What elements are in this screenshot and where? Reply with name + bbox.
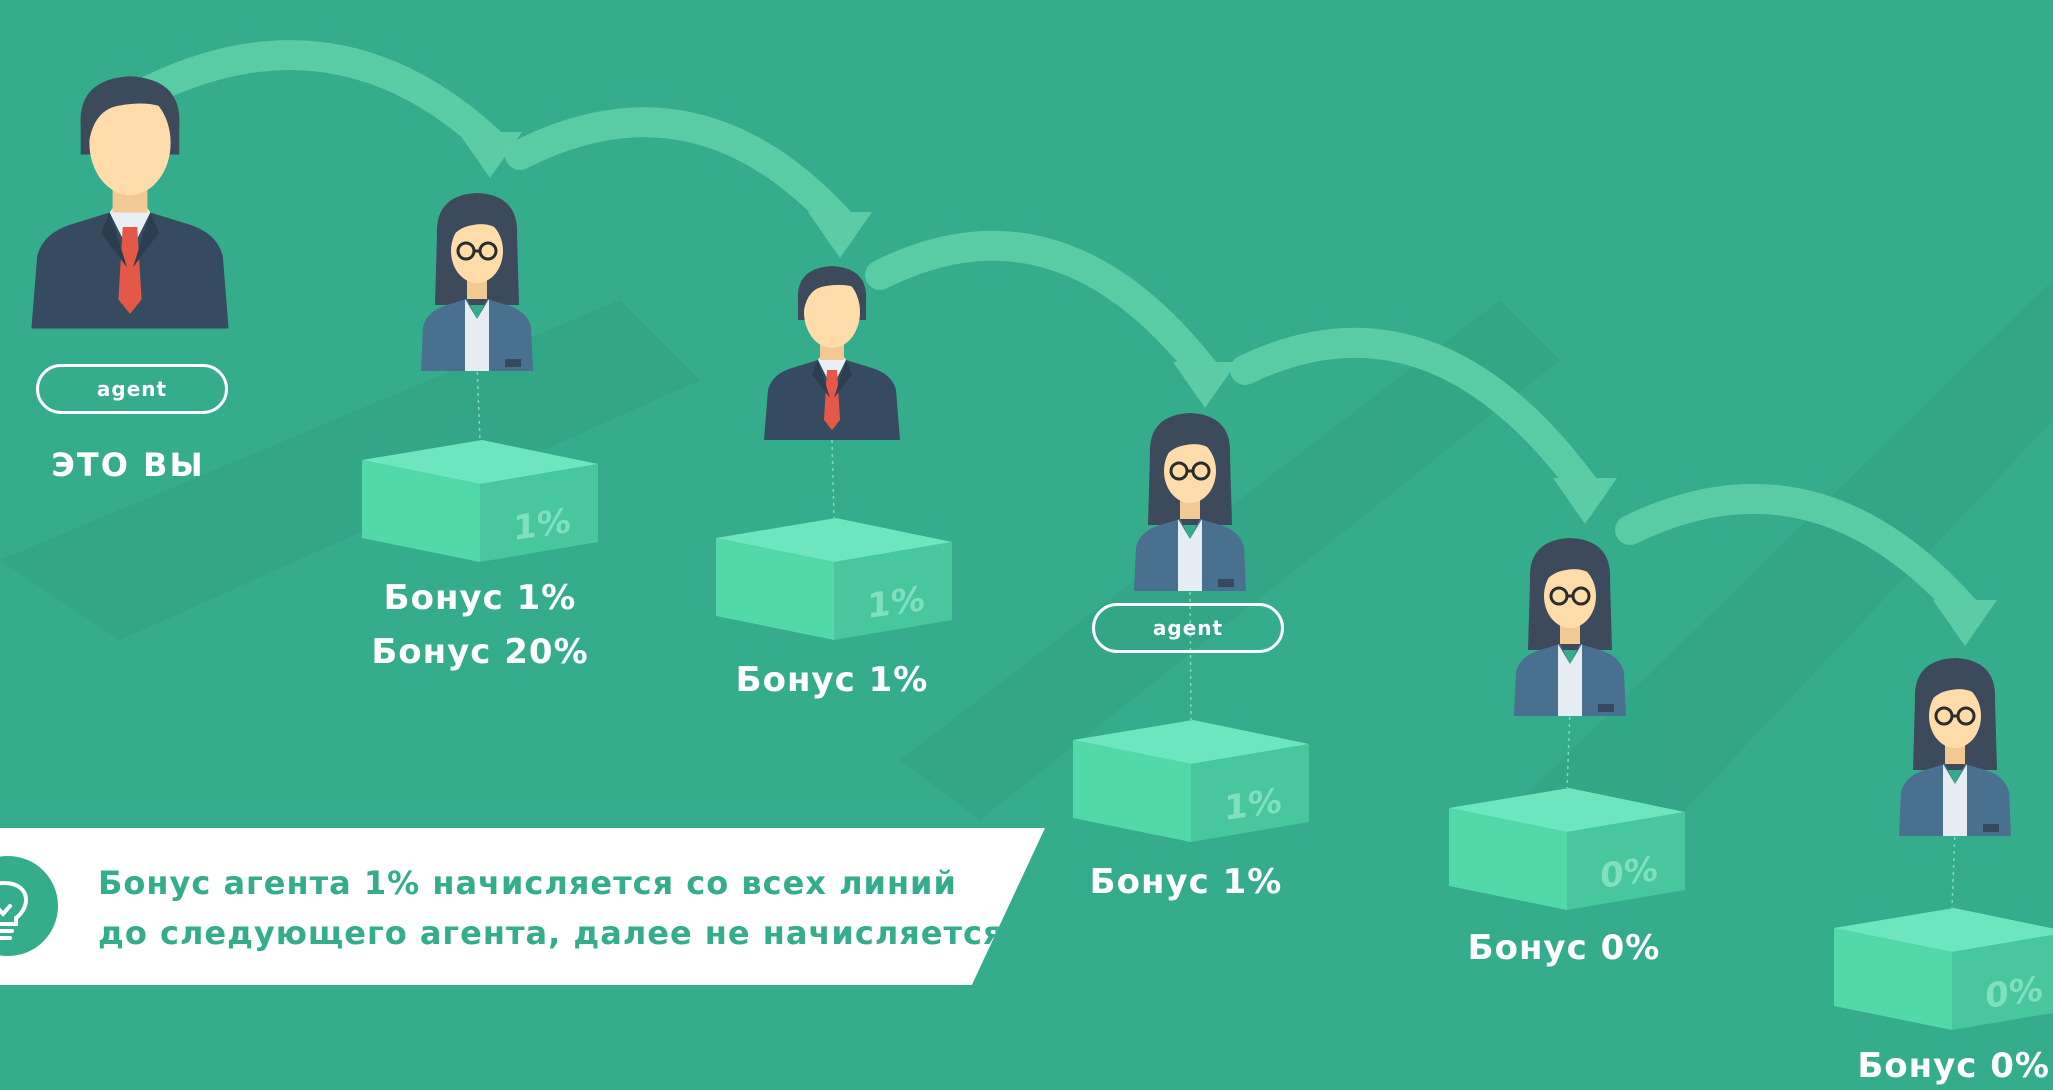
woman-avatar (1899, 658, 2011, 836)
box-percent-label: 0% (1985, 969, 2043, 1017)
box-percent-label: 0% (1600, 849, 1658, 897)
bonus-box: 0% (1449, 788, 1685, 910)
connector-line (1566, 709, 1571, 789)
you-label: ЭТО ВЫ (51, 446, 205, 484)
woman-avatar (1514, 538, 1626, 716)
info-text-line: до следующего агента, далее не начисляет… (98, 914, 1005, 952)
bonus-label: Бонус 1% (383, 578, 577, 618)
woman-avatar (421, 193, 533, 371)
flow-arrow (865, 230, 1237, 408)
bonus-box: 0% (1834, 908, 2053, 1030)
box-percent-label: 1% (513, 501, 571, 549)
background-texture (0, 280, 2053, 900)
box-percent-label: 1% (1224, 781, 1282, 829)
info-text-line: Бонус агента 1% начисляется со всех лини… (98, 864, 957, 902)
bonus-box: 1% (1073, 720, 1309, 842)
connector-line (1951, 829, 1956, 909)
connector-line (476, 364, 481, 441)
flow-arrow (135, 40, 522, 178)
man-avatar (764, 266, 900, 440)
bonus-label: Бонус 1% (1089, 862, 1283, 902)
flow-arrow (1615, 483, 1997, 646)
bonus-box: 1% (362, 440, 598, 562)
bonus-label: Бонус 20% (371, 632, 589, 672)
connector-line (831, 439, 835, 519)
bonus-label: Бонус 1% (735, 660, 929, 700)
info-banner: Бонус агента 1% начисляется со всех лини… (0, 828, 1045, 985)
box-percent-label: 1% (867, 579, 925, 627)
bonus-label: Бонус 0% (1467, 928, 1661, 968)
flow-arrow (505, 107, 872, 258)
agent-badge: agent (1092, 603, 1284, 653)
flow-arrow (1230, 327, 1617, 524)
bonus-label: Бонус 0% (1857, 1046, 2050, 1086)
agent-badge: agent (36, 364, 228, 414)
connector-line (1189, 584, 1192, 721)
man-avatar (31, 76, 229, 329)
lightbulb-icon (0, 856, 58, 956)
woman-avatar (1134, 413, 1246, 591)
bonus-box: 1% (716, 518, 952, 640)
